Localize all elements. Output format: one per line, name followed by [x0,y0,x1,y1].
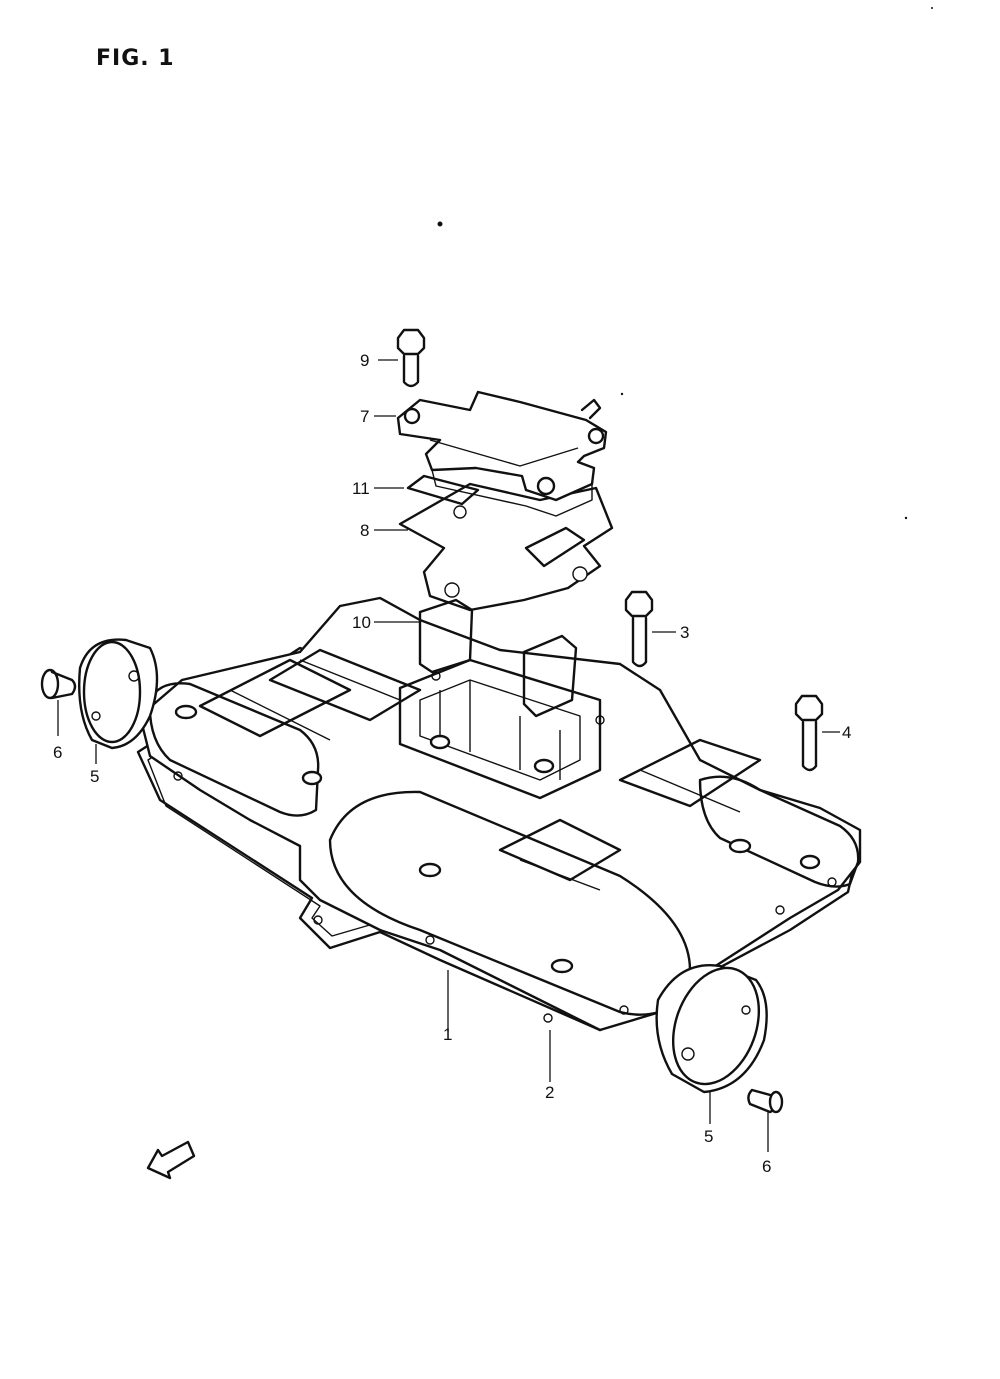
callout-4: 4 [842,723,851,742]
callout-11: 11 [352,479,370,498]
forward-arrow-icon: FWD [146,1140,196,1180]
breather-element-left [418,598,474,674]
figure-title: FIG. 1 [96,46,175,71]
breather-cover-gasket [398,482,614,612]
callout-3: 3 [680,623,689,642]
breather-cover [396,390,608,517]
fwd-label: FWD [157,1144,189,1169]
bolt-3 [624,590,654,668]
scan-specks [437,7,933,520]
breather-mesh-pad [406,474,586,568]
callout-6-left: 6 [53,743,62,762]
callout-labels: 9 7 11 8 10 3 4 1 2 6 5 5 6 [53,351,851,1176]
callout-9: 9 [360,351,369,370]
screw-right [747,1088,784,1114]
cylinder-head-cover [138,596,862,1032]
callout-7: 7 [360,407,369,426]
bolt-9 [396,328,426,388]
callout-5-left: 5 [90,767,99,786]
breather-element-right [522,634,578,718]
callout-8: 8 [360,521,369,540]
callout-10: 10 [352,613,371,632]
screw-left [40,668,77,700]
callout-6-right: 6 [762,1157,771,1176]
leader-lines [57,359,840,1152]
callout-1: 1 [443,1025,452,1044]
callout-5-right: 5 [704,1127,713,1146]
bolt-4 [794,694,824,772]
cam-end-cap-left [78,638,159,750]
callout-2: 2 [545,1083,554,1102]
cam-end-cap-right [655,964,768,1094]
